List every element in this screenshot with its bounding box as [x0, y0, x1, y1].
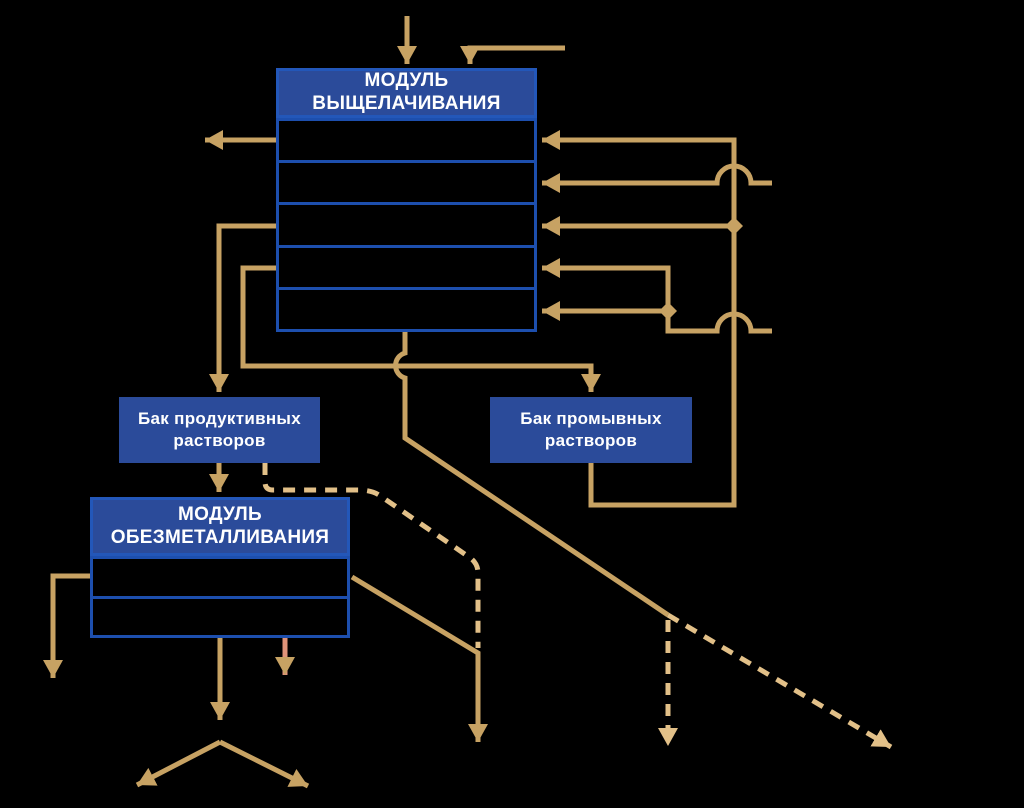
arrow-demet-left-out [43, 573, 90, 678]
productive-tank-title: Бак продуктивных растворов [138, 408, 301, 450]
table-row [93, 559, 347, 596]
arrow-row4-to-washing-tank [240, 265, 601, 392]
arrow-feed-row2 [542, 163, 772, 193]
leaching-module-title: МОДУЛЬ ВЫЩЕЛАЧИВАНИЯ [312, 70, 501, 114]
washing-tank-title: Бак промывных растворов [520, 408, 662, 450]
table-row [279, 202, 534, 244]
washing-tank: Бак промывных растворов [490, 397, 692, 463]
table-row [279, 286, 534, 329]
line-washing-tank-return-loop [542, 130, 737, 508]
junction-diamond-row5 [659, 302, 677, 320]
dashed-productive-tank-branch [262, 463, 481, 648]
arrow-demet-diagonal-out [350, 574, 488, 742]
demetallization-module-title: МОДУЛЬ ОБЕЗМЕТАЛЛИВАНИЯ [110, 503, 330, 548]
table-row [279, 160, 534, 202]
productive-tank: Бак продуктивных растворов [119, 397, 320, 463]
table-row [93, 595, 347, 636]
dashed-arrow-diagonal [666, 612, 893, 750]
demetallization-module-table [90, 556, 350, 638]
arrow-feed-top-2 [460, 45, 565, 64]
junction-diamond-row3 [725, 217, 743, 235]
table-row [279, 244, 534, 287]
arrow-split-left [135, 739, 222, 788]
table-row [279, 121, 534, 160]
leaching-module-header: МОДУЛЬ ВЫЩЕЛАЧИВАНИЯ [276, 68, 537, 118]
leaching-module-table [276, 118, 537, 332]
arrow-feed-row4 [542, 258, 772, 334]
line-module-bottom-diagonal [393, 332, 670, 618]
arrow-split-right [218, 739, 310, 789]
demetallization-module-header: МОДУЛЬ ОБЕЗМЕТАЛЛИВАНИЯ [90, 497, 350, 556]
arrow-row3-to-productive-tank [209, 223, 276, 392]
